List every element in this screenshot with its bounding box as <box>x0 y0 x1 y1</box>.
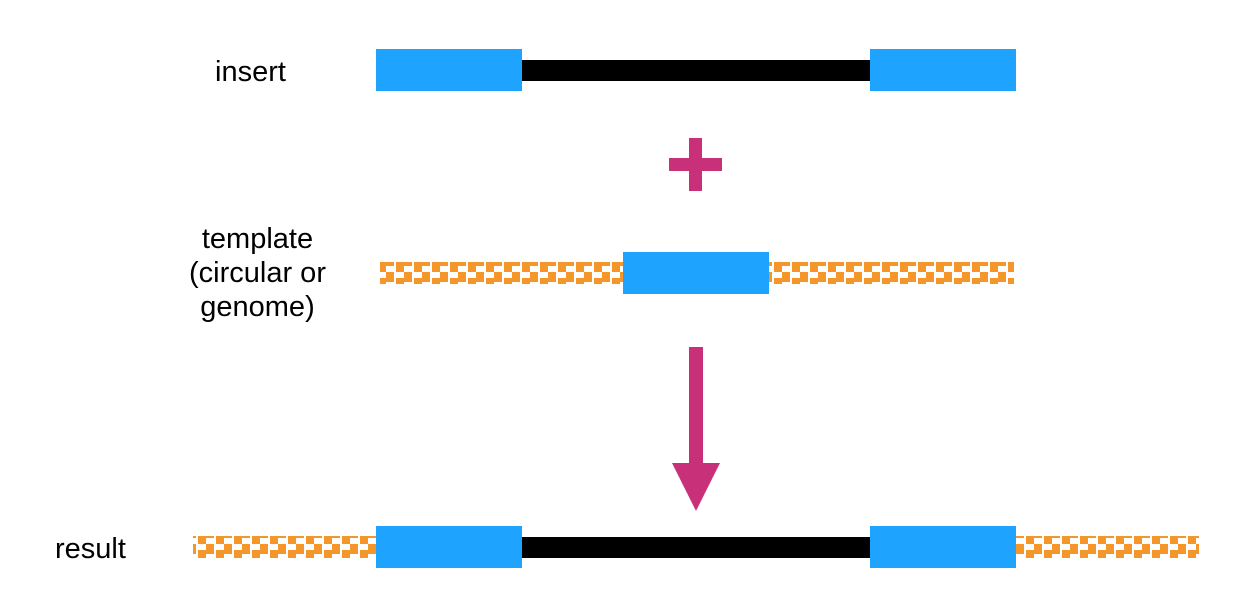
result-construct <box>193 526 1199 568</box>
result-left-homology-arm <box>376 526 522 568</box>
result-backbone-left <box>193 536 377 558</box>
plus-symbol: + <box>0 0 722 191</box>
template-backbone-right <box>768 262 1014 284</box>
result-core-line <box>520 537 872 558</box>
insert-left-homology-arm <box>376 49 522 91</box>
template-label-line-3: genome) <box>200 291 315 323</box>
insert-right-homology-arm <box>870 49 1016 91</box>
template-label-line-1: template <box>201 223 314 255</box>
insert-construct <box>376 49 1016 91</box>
template-label-line-2: (circular or <box>189 257 326 289</box>
insert-core-line <box>520 60 872 81</box>
down-arrow-icon <box>672 347 720 511</box>
result-label: result <box>55 533 126 565</box>
template-construct <box>380 252 1014 294</box>
insert-label: insert <box>215 56 286 88</box>
result-backbone-right <box>1015 536 1199 558</box>
template-label: template (circular or genome) <box>160 222 355 324</box>
template-homology-region <box>623 252 769 294</box>
plus-text: + <box>0 0 1 1</box>
template-backbone-left <box>380 262 624 284</box>
result-right-homology-arm <box>870 526 1016 568</box>
